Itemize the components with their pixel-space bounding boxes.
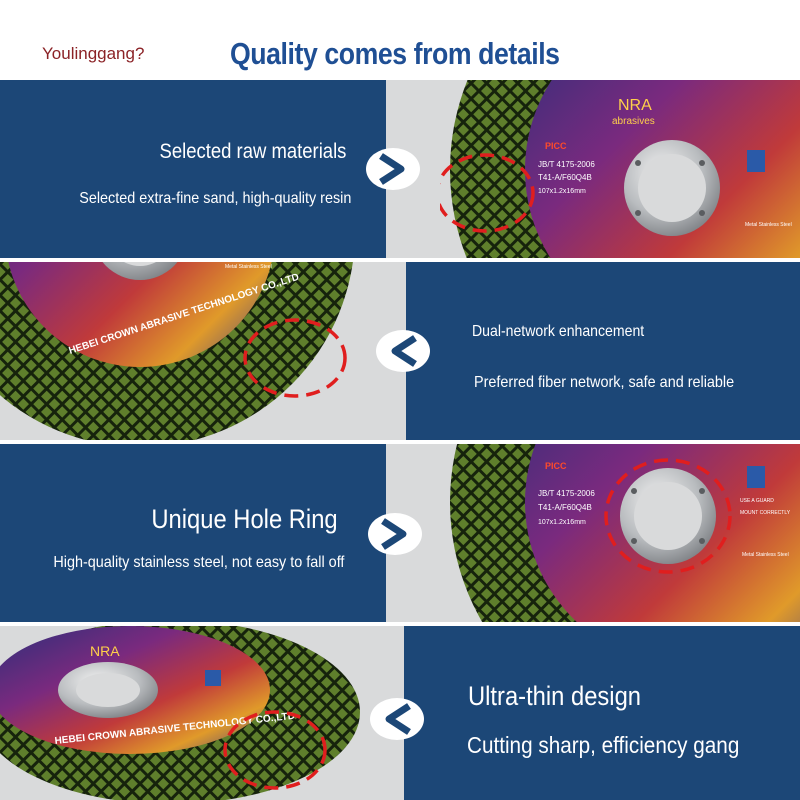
section-raw-materials: NRA abrasives PICC JB/T 4175-2006 T41-A/… — [0, 80, 800, 258]
highlight-marker — [440, 153, 535, 233]
highlight-marker — [604, 458, 732, 574]
disc-image: PICC JB/T 4175-2006 T41-A/F60Q4B 107x1.2… — [440, 444, 800, 622]
chevron-right-icon — [364, 145, 422, 193]
center-hole — [634, 482, 702, 550]
disc-image: HEBEI CROWN ABRASIVE TECHNOLOGY CO.,LTD … — [0, 262, 400, 440]
section-subtitle: Selected extra-fine sand, high-quality r… — [78, 190, 351, 207]
disc-label — [8, 262, 272, 367]
certification-icon — [205, 670, 221, 686]
section-title: Ultra-thin design — [468, 681, 642, 711]
section-subtitle: Cutting sharp, efficiency gang — [467, 732, 740, 758]
spec-text: T41-A/F60Q4B — [538, 503, 592, 512]
brand-mark-text: NRA — [618, 97, 652, 114]
section-title: Selected raw materials — [159, 140, 346, 163]
header: Youlinggang? Quality comes from details — [0, 0, 800, 80]
spec-text: T41-A/F60Q4B — [538, 173, 592, 182]
certification-icon — [747, 150, 765, 172]
certification-icon — [747, 466, 765, 488]
size-text: 107x1.2x16mm — [538, 188, 586, 195]
section-subtitle: Preferred fiber network, safe and reliab… — [474, 374, 735, 391]
section-hole-ring: PICC JB/T 4175-2006 T41-A/F60Q4B 107x1.2… — [0, 444, 800, 622]
material-text: Metal Stainless Steel — [745, 222, 792, 228]
section-subtitle: High-quality stainless steel, not easy t… — [52, 554, 344, 571]
section-dual-network: HEBEI CROWN ABRASIVE TECHNOLOGY CO.,LTD … — [0, 262, 800, 440]
guard-note-1: USE A GUARD — [740, 498, 774, 504]
page-headline: Quality comes from details — [230, 36, 560, 71]
steel-hole-ring — [102, 262, 178, 280]
center-hole — [76, 673, 140, 707]
material-text: Metal Stainless Steel — [225, 264, 272, 270]
label-code-text: PICC — [545, 141, 567, 151]
size-text: 107x1.2x16mm — [538, 519, 586, 526]
section-title: Unique Hole Ring — [151, 504, 338, 534]
center-hole — [638, 154, 706, 222]
material-text: Metal Stainless Steel — [742, 552, 789, 558]
brand-name: Youlinggang? — [42, 44, 145, 63]
highlight-marker — [223, 710, 327, 790]
text-panel: Selected raw materials Selected extra-fi… — [0, 80, 386, 258]
text-panel: Ultra-thin design Cutting sharp, efficie… — [404, 626, 800, 800]
disc-image: NRA abrasives PICC JB/T 4175-2006 T41-A/… — [440, 80, 800, 258]
section-ultra-thin: NRA HEBEI CROWN ABRASIVE TECHNOLOGY CO.,… — [0, 626, 800, 800]
highlight-marker — [243, 318, 347, 398]
standard-text: JB/T 4175-2006 — [538, 489, 595, 498]
label-code-text: PICC — [545, 461, 567, 471]
text-panel: Dual-network enhancement Preferred fiber… — [406, 262, 800, 440]
chevron-right-icon — [366, 510, 424, 558]
standard-text: JB/T 4175-2006 — [538, 160, 595, 169]
center-hole — [124, 262, 156, 266]
chevron-left-icon — [374, 327, 432, 375]
brand-mark-text: NRA — [90, 643, 120, 659]
text-panel: Unique Hole Ring High-quality stainless … — [0, 444, 386, 622]
chevron-left-icon — [368, 695, 426, 743]
section-title: Dual-network enhancement — [472, 323, 645, 340]
brand-word-text: abrasives — [612, 116, 655, 127]
guard-note-2: MOUNT CORRECTLY — [740, 510, 791, 516]
disc-image: NRA HEBEI CROWN ABRASIVE TECHNOLOGY CO.,… — [0, 626, 400, 800]
